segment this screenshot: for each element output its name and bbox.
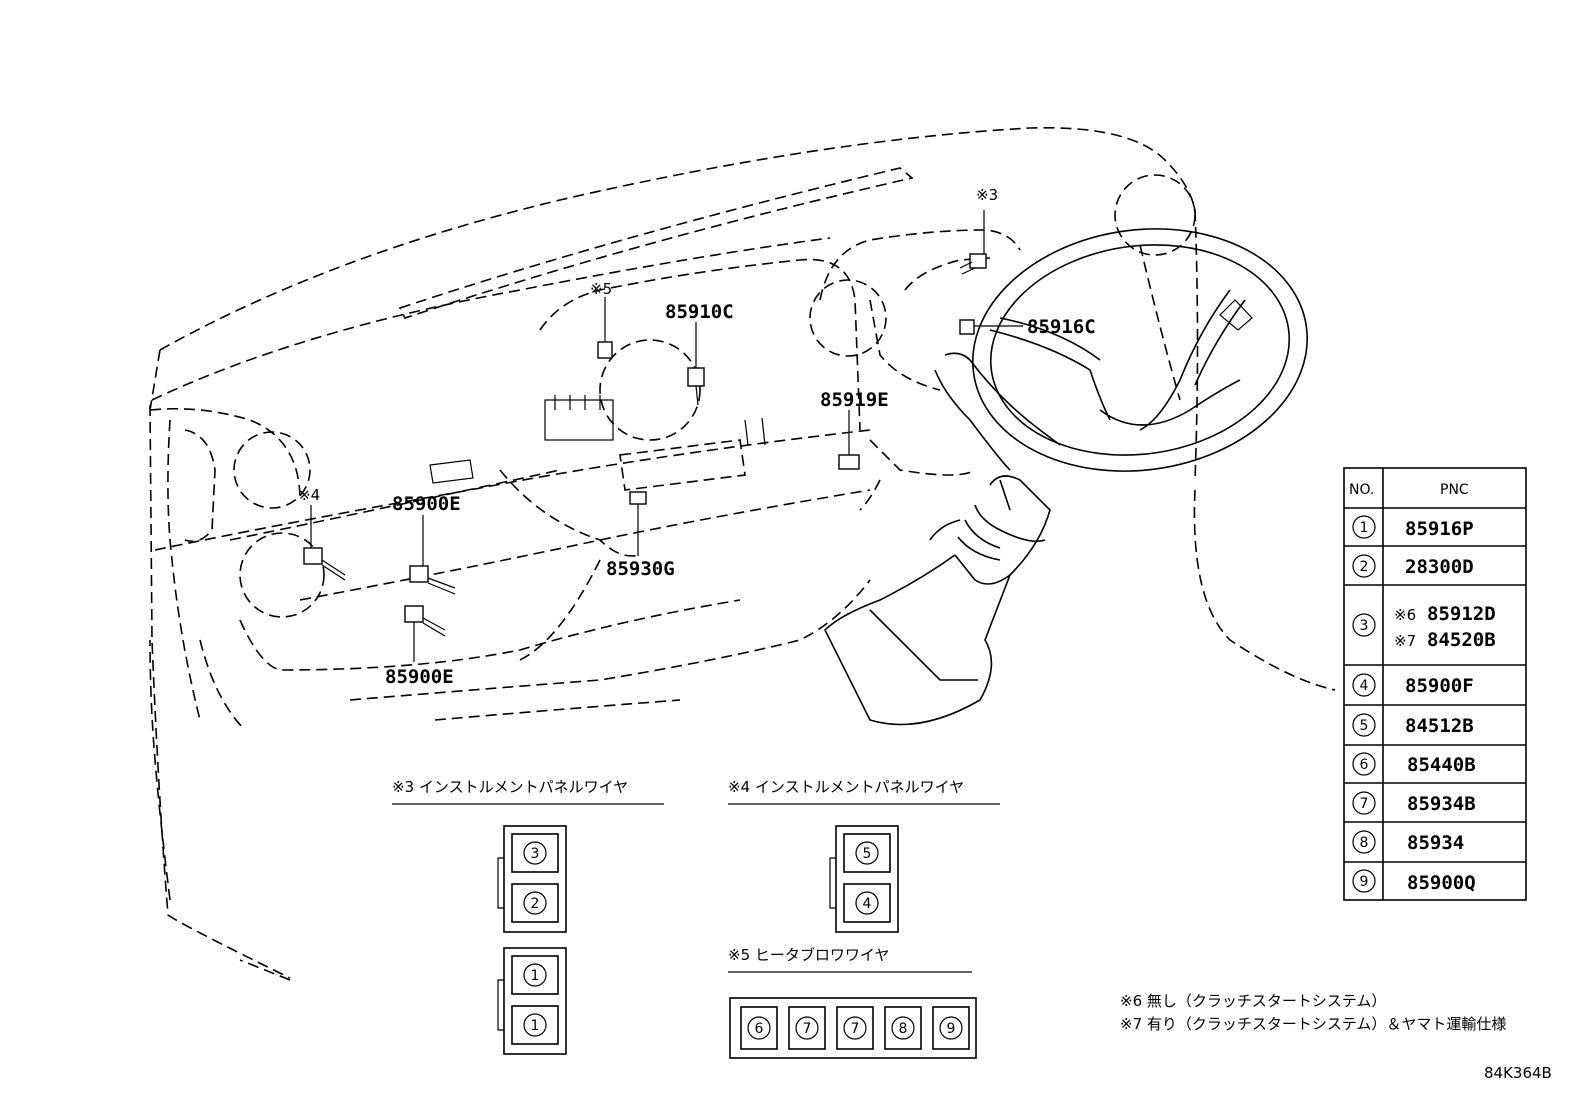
callout-85910C: 85910C xyxy=(665,301,734,323)
group-5-pin: 7 xyxy=(803,1021,812,1037)
table-row-no: 8 xyxy=(1360,835,1369,851)
group-5-pin: 6 xyxy=(755,1021,764,1037)
group-4-instrument-panel-wire: ※4 インストルメントパネルワイヤ 5 4 xyxy=(728,778,1000,933)
callout-m5: ※5 xyxy=(590,280,612,298)
steering-wheel xyxy=(934,228,1309,472)
callout-m4: ※4 xyxy=(298,486,320,504)
callout-85900E-upper: 85900E xyxy=(392,493,461,515)
group-5-pin: 8 xyxy=(899,1021,908,1037)
group-3-instrument-panel-wire: ※3 インストルメントパネルワイヤ 3 2 1 1 xyxy=(392,778,664,1055)
table-header-no: NO. xyxy=(1349,482,1374,498)
callout-85916C: 85916C xyxy=(1027,316,1096,338)
footnotes: ※6 無し（クラッチスタートシステム） ※7 有り（クラッチスタートシステム）＆… xyxy=(1120,992,1552,1082)
steering-column xyxy=(824,475,1051,726)
table-row-pnc-b: 84520B xyxy=(1427,629,1496,651)
callout-85930G: 85930G xyxy=(606,558,675,580)
callout-85919E: 85919E xyxy=(820,389,889,411)
group-3-pin: 2 xyxy=(531,896,540,912)
dashboard-outline xyxy=(149,126,1336,981)
group-5-pin: 7 xyxy=(851,1021,860,1037)
table-row-no: 4 xyxy=(1360,678,1369,694)
table-row-no: 5 xyxy=(1360,718,1369,734)
table-row-pnc: 85934 xyxy=(1407,832,1464,854)
callout-m3: ※3 xyxy=(976,186,998,204)
table-row-no: 6 xyxy=(1360,757,1369,773)
table-header-pnc: PNC xyxy=(1440,482,1469,498)
table-row-pnc: 85900Q xyxy=(1407,872,1476,894)
pnc-table: NO. PNC 1 85916P 2 28300D 3 ※6 85912D ※7… xyxy=(1343,467,1527,901)
callout-85900E-lower: 85900E xyxy=(385,666,454,688)
table-row-no: 9 xyxy=(1360,874,1369,890)
note-7: ※7 有り（クラッチスタートシステム）＆ヤマト運輸仕様 xyxy=(1120,1015,1506,1033)
table-row-pnc: 85440B xyxy=(1407,754,1476,776)
group-4-title: ※4 インストルメントパネルワイヤ xyxy=(728,778,964,796)
table-row-mark-6: ※6 xyxy=(1394,606,1416,624)
table-row-pnc: 85934B xyxy=(1407,793,1476,815)
table-row-no: 1 xyxy=(1360,520,1369,536)
callout-labels: ※5 85910C ※3 85916C 85919E ※4 85900E 859… xyxy=(298,186,1096,688)
table-row-pnc-a: 85912D xyxy=(1427,603,1496,625)
group-3-pin: 1 xyxy=(531,968,540,984)
table-row-pnc: 84512B xyxy=(1405,715,1474,737)
group-5-title: ※5 ヒータブロワワイヤ xyxy=(728,946,889,964)
table-row-pnc: 85900F xyxy=(1405,675,1474,697)
group-5-heater-blower-wire: ※5 ヒータブロワワイヤ 6 7 7 8 9 xyxy=(728,946,977,1059)
group-4-pin: 5 xyxy=(863,846,872,862)
connectors xyxy=(303,253,987,637)
group-3-title: ※3 インストルメントパネルワイヤ xyxy=(392,778,628,796)
table-row-no: 7 xyxy=(1360,796,1369,812)
note-6: ※6 無し（クラッチスタートシステム） xyxy=(1120,992,1386,1010)
leader-lines xyxy=(310,210,1023,662)
group-3-pin: 3 xyxy=(531,846,540,862)
drawing-code: 84K364B xyxy=(1484,1064,1552,1082)
table-row-pnc: 28300D xyxy=(1405,556,1474,578)
table-row-no: 2 xyxy=(1360,559,1369,575)
group-5-pin: 9 xyxy=(947,1021,956,1037)
group-3-pin: 1 xyxy=(531,1018,540,1034)
table-row-no: 3 xyxy=(1360,618,1369,634)
table-row-mark-7: ※7 xyxy=(1394,632,1416,650)
group-4-pin: 4 xyxy=(863,896,872,912)
table-row-pnc: 85916P xyxy=(1405,518,1474,540)
